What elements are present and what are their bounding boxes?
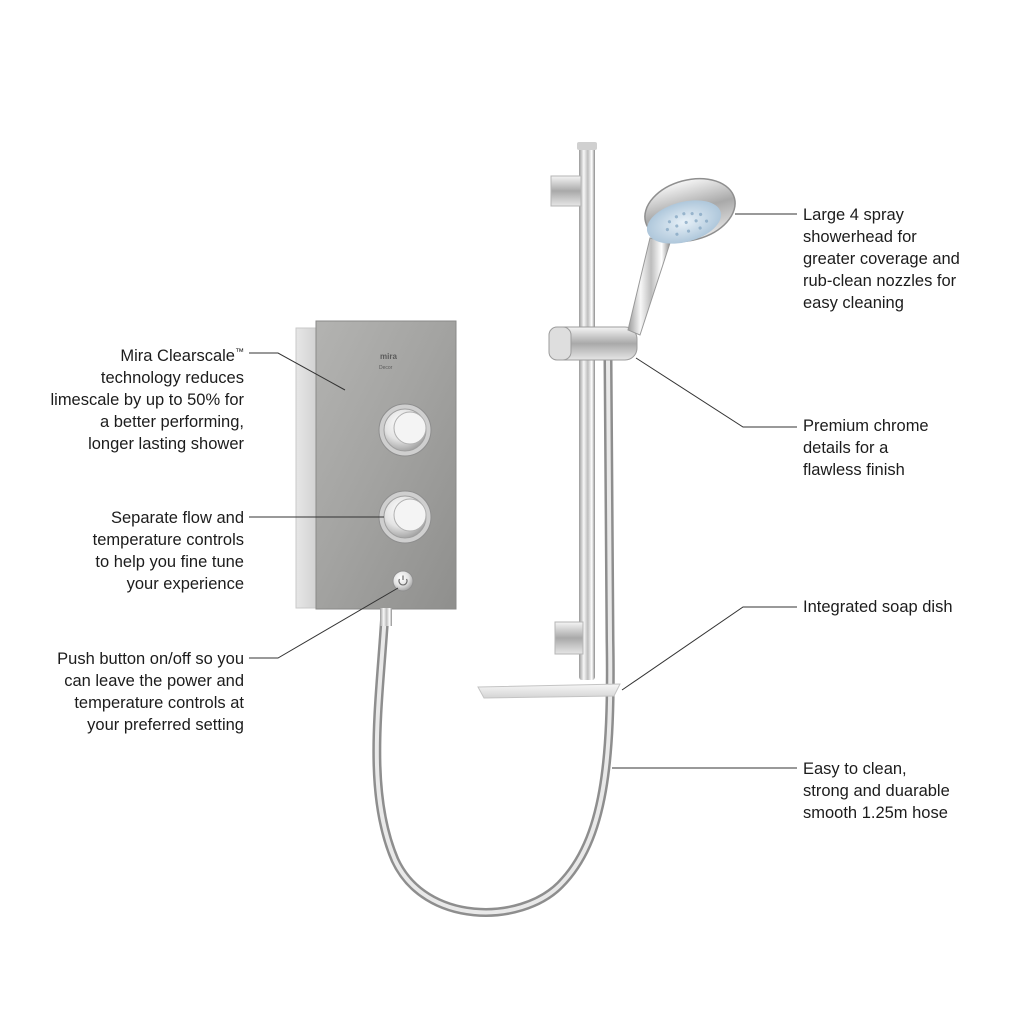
riser-rail	[550, 142, 597, 680]
trademark-symbol: ™	[235, 346, 244, 357]
hose-line-3: smooth 1.25m hose	[803, 804, 948, 822]
push-button-line-1: Push button on/off so you	[57, 650, 244, 668]
push-button-line-4: your preferred setting	[87, 716, 244, 734]
leader-clearscale	[249, 352, 346, 391]
callout-controls: Separate flow and temperature controls t…	[93, 507, 244, 595]
callout-soap-dish: Integrated soap dish	[803, 596, 953, 618]
slider-bracket	[548, 326, 638, 361]
callout-chrome: Premium chrome details for a flawless fi…	[803, 415, 929, 481]
showerhead-line-3: greater coverage and	[803, 250, 960, 268]
controls-line-2: temperature controls	[92, 531, 244, 549]
chrome-line-3: flawless finish	[803, 461, 905, 479]
showerhead-line-2: showerhead for	[803, 228, 917, 246]
clearscale-line-5: longer lasting shower	[88, 435, 244, 453]
push-button-line-3: temperature controls at	[74, 694, 244, 712]
shower-hose	[372, 355, 615, 917]
temperature-knob-icon[interactable]	[378, 403, 432, 457]
showerhead-line-4: rub-clean nozzles for	[803, 272, 957, 290]
callout-hose: Easy to clean, strong and duarable smoot…	[803, 758, 950, 824]
controls-line-4: your experience	[126, 575, 244, 593]
shower-unit: mira Decor	[295, 320, 457, 626]
soap-dish-line-1: Integrated soap dish	[803, 598, 953, 616]
showerhead-line-5: easy cleaning	[803, 294, 904, 312]
leader-push-button	[249, 587, 399, 659]
chrome-line-2: details for a	[803, 439, 889, 457]
chrome-line-1: Premium chrome	[803, 417, 929, 435]
soap-dish	[477, 683, 621, 699]
clearscale-line-4: a better performing,	[100, 413, 244, 431]
leader-soap-dish	[621, 606, 797, 691]
controls-line-1: Separate flow and	[110, 509, 244, 527]
callout-showerhead: Large 4 spray showerhead for greater cov…	[803, 204, 960, 314]
model-logo: Decor	[379, 365, 393, 371]
controls-line-3: to help you fine tune	[95, 553, 244, 571]
showerhead-line-1: Large 4 spray	[803, 206, 904, 224]
brand-logo: mira	[380, 352, 397, 361]
callout-clearscale: Mira Clearscale™ technology reduces lime…	[50, 345, 244, 455]
clearscale-line-1: Mira Clearscale	[120, 347, 235, 365]
hose-line-2: strong and duarable	[803, 782, 950, 800]
callout-push-button: Push button on/off so you can leave the …	[57, 648, 244, 736]
shower-handset	[627, 177, 736, 336]
clearscale-line-2: technology reduces	[100, 369, 244, 387]
clearscale-line-3: limescale by up to 50% for	[50, 391, 244, 409]
power-button-icon[interactable]	[392, 570, 414, 592]
push-button-line-2: can leave the power and	[64, 672, 244, 690]
hose-line-1: Easy to clean,	[803, 760, 907, 778]
flow-knob-icon[interactable]	[378, 490, 432, 544]
leader-chrome	[635, 357, 797, 428]
leader-lines	[249, 213, 797, 769]
